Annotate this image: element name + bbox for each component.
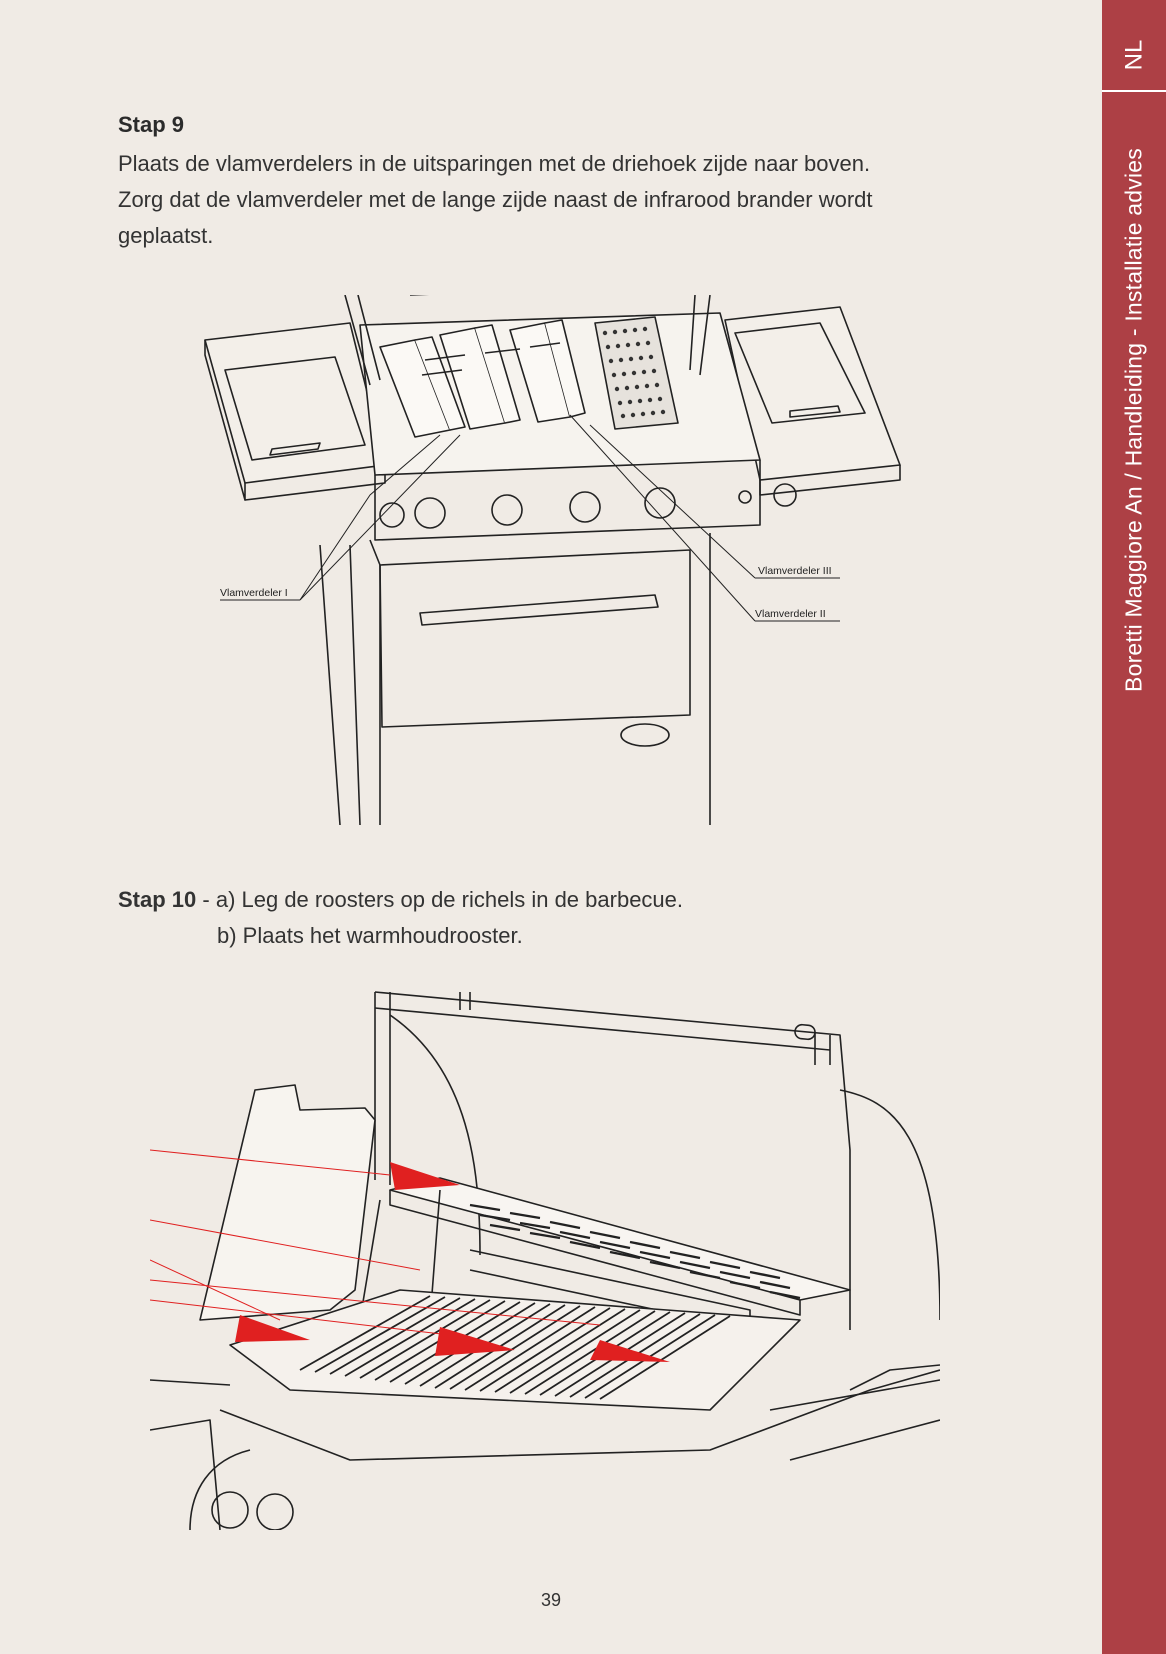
arrow-grate-2 (435, 1327, 515, 1356)
flame-tamer-figure: Vlamverdeler I Vlamverdeler III Vlamverd… (204, 295, 901, 826)
sidebar-divider (1102, 90, 1166, 92)
step10-text: Stap 10 - a) Leg de roosters op de riche… (118, 882, 1078, 954)
page-number: 39 (540, 1590, 562, 1610)
step9-line-1: Plaats de vlamverdelers in de uitsparing… (118, 151, 871, 176)
step10-instruction-b: b) Plaats het warmhoudrooster. (217, 923, 523, 948)
label-vlamverdeler-1: Vlamverdeler I (220, 587, 288, 599)
step9-line-3: geplaatst. (118, 223, 214, 248)
step9-heading: Stap 9 (118, 112, 185, 137)
arrow-grate-3 (590, 1340, 670, 1362)
step10-line-a: Stap 10 - a) Leg de roosters op de riche… (118, 882, 1078, 918)
language-tag: NL (1120, 39, 1147, 71)
manual-title: Boretti Maggiore An / Handleiding - Inst… (1120, 148, 1147, 692)
step10-instruction-a: a) Leg de roosters op de richels in de b… (215, 887, 684, 912)
grates-figure (150, 991, 940, 1530)
step10-heading: Stap 10 (118, 887, 197, 912)
step10-separator: - (196, 887, 216, 912)
step9-text: Plaats de vlamverdelers in de uitsparing… (118, 146, 1078, 254)
sidebar-band: NL Boretti Maggiore An / Handleiding - I… (1102, 0, 1166, 1654)
arrow-warming-rack (390, 1162, 460, 1190)
step9-line-2: Zorg dat de vlamverdeler met de lange zi… (118, 187, 873, 212)
arrow-grate-1 (235, 1315, 310, 1342)
placement-arrows (150, 1149, 670, 1362)
label-vlamverdeler-3: Vlamverdeler III (758, 565, 832, 577)
label-vlamverdeler-2: Vlamverdeler II (755, 608, 826, 620)
